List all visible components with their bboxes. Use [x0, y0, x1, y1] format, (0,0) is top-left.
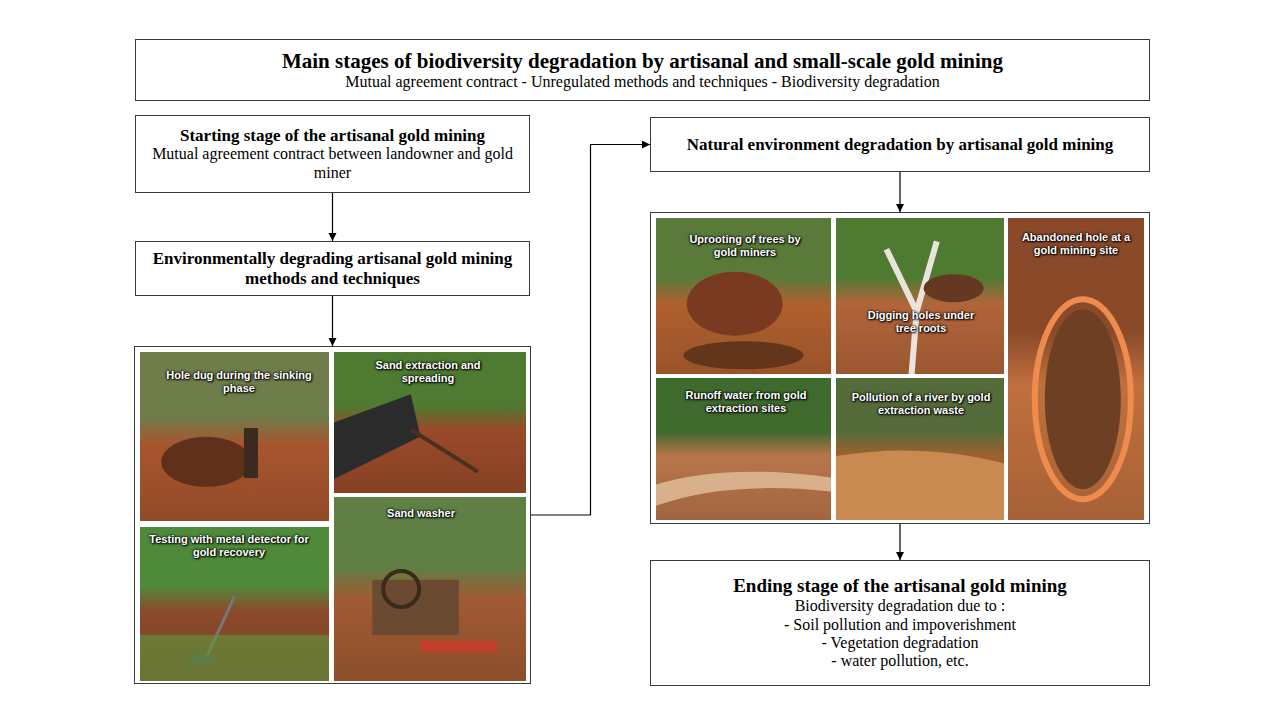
- photo: [836, 378, 1004, 520]
- photo-collage: [135, 347, 530, 683]
- photo-panel: Hole dug during the sinking phase Sand ex…: [134, 346, 531, 684]
- box-text: Mutual agreement contract - Unregulated …: [345, 73, 939, 91]
- photo-ground: [334, 352, 526, 493]
- flow-arrow: [332, 193, 333, 241]
- flow-arrow: [899, 524, 900, 560]
- photo-ground: [836, 378, 1004, 520]
- flow-arrow: [531, 145, 650, 516]
- miner: [334, 394, 420, 479]
- photo-caption: Hole dug during the sinking phase: [165, 369, 313, 394]
- photo-caption: Runoff water from gold extraction sites: [671, 389, 821, 414]
- shovel: [411, 430, 478, 472]
- pit: [924, 274, 984, 302]
- photo-caption: Uprooting of trees by gold miners: [689, 233, 801, 258]
- photo: [140, 352, 329, 521]
- photo: [656, 378, 831, 520]
- photo-caption: Abandoned hole at a gold mining site: [1016, 231, 1136, 256]
- photo: [334, 497, 526, 681]
- photo-ground: [140, 527, 329, 681]
- photo-ground: [656, 218, 831, 374]
- process-box: Natural environment degradation by artis…: [650, 117, 1150, 172]
- box-heading: Starting stage of the artisanal gold min…: [180, 126, 485, 146]
- photo: [1008, 218, 1144, 520]
- box-text: - Vegetation degradation: [822, 634, 979, 652]
- stage-box: Ending stage of the artisanal gold minin…: [650, 560, 1150, 686]
- photo: [656, 218, 831, 374]
- box-heading: Environmentally degrading artisanal gold…: [146, 249, 519, 288]
- box-heading: Ending stage of the artisanal gold minin…: [733, 575, 1067, 597]
- sluice: [420, 641, 497, 653]
- title-box: Main stages of biodiversity degradation …: [135, 39, 1150, 101]
- photo-ground: [836, 218, 1004, 374]
- hole-rim: [1035, 299, 1131, 499]
- wheel: [383, 571, 419, 607]
- sand-washer: [372, 580, 458, 635]
- photo-ground: [140, 352, 329, 521]
- photo: [140, 527, 329, 681]
- photo-caption: Pollution of a river by gold extraction …: [846, 391, 996, 416]
- box-heading: Natural environment degradation by artis…: [687, 135, 1114, 155]
- runoff-water: [656, 472, 831, 506]
- photo: [334, 352, 526, 493]
- pit: [161, 437, 251, 487]
- photo: [836, 218, 1004, 374]
- box-text: Biodiversity degradation due to :: [795, 597, 1006, 615]
- photo-caption: Digging holes under tree roots: [866, 309, 976, 334]
- photo-panel: Uprooting of trees by gold minersDigging…: [650, 212, 1150, 524]
- abandoned-hole: [1045, 309, 1121, 489]
- photo-ground: [334, 497, 526, 681]
- box-text: - Soil pollution and impoverishment: [784, 616, 1016, 634]
- box-text: Mutual agreement contract between landow…: [146, 145, 519, 182]
- polluted-river: [836, 450, 1004, 520]
- flow-arrow: [332, 296, 333, 346]
- tree-trunk: [886, 241, 936, 374]
- photo-collage: [651, 213, 1149, 523]
- box-text: - water pollution, etc.: [831, 652, 968, 670]
- photo-caption: Sand washer: [361, 507, 481, 520]
- photo-caption: Sand extraction and spreading: [368, 359, 488, 384]
- grass: [140, 635, 329, 681]
- photo-caption: Testing with metal detector for gold rec…: [144, 533, 314, 558]
- process-box: Environmentally degrading artisanal gold…: [135, 241, 530, 296]
- miner: [244, 428, 258, 478]
- stage-box: Starting stage of the artisanal gold min…: [135, 115, 530, 193]
- flow-arrow: [899, 172, 900, 212]
- photo-ground: [656, 378, 831, 520]
- pit: [684, 341, 804, 369]
- uprooted-stump: [687, 272, 783, 336]
- photo-ground: [1008, 218, 1144, 520]
- box-heading: Main stages of biodiversity degradation …: [282, 49, 1003, 73]
